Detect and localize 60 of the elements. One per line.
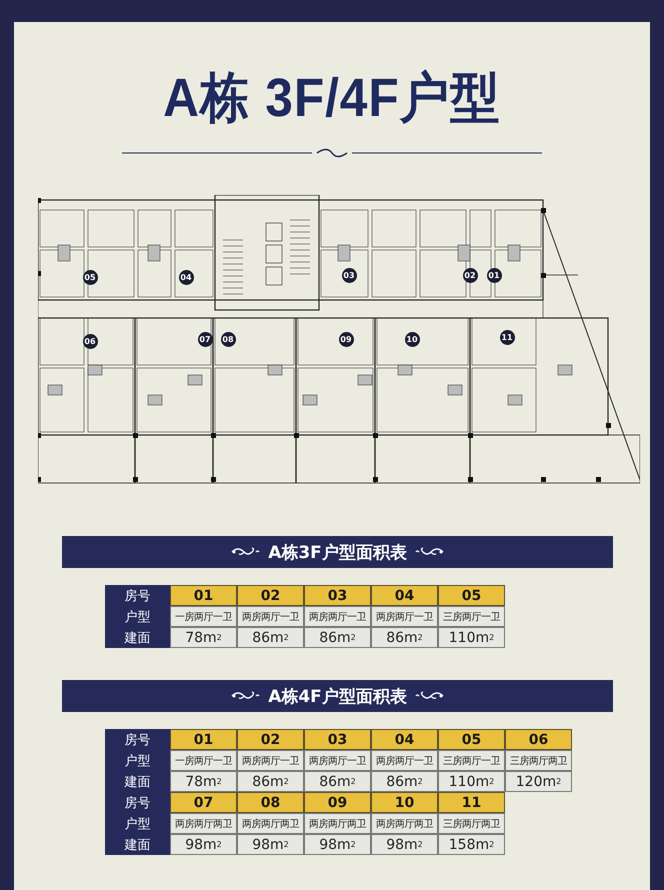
unit-number-cell: 08 bbox=[237, 792, 304, 813]
row-header: 户型 bbox=[105, 750, 170, 771]
row-header: 房号 bbox=[105, 585, 170, 606]
floor-area-cell: 86m$^{2}$ bbox=[371, 627, 438, 648]
floor-area-cell: 86m$^{2}$ bbox=[304, 627, 371, 648]
layout-type-cell: 一房两厅一卫 bbox=[170, 750, 237, 771]
layout-type-cell: 两房两厅一卫 bbox=[371, 750, 438, 771]
layout-type-cell: 两房两厅一卫 bbox=[237, 750, 304, 771]
layout-type-cell: 两房两厅一卫 bbox=[304, 606, 371, 627]
unit-number-cell: 06 bbox=[505, 729, 572, 750]
row-header: 建面 bbox=[105, 771, 170, 792]
layout-type-cell: 三房两厅一卫 bbox=[438, 606, 505, 627]
unit-number-cell: 05 bbox=[438, 729, 505, 750]
unit-number-cell: 05 bbox=[438, 585, 505, 606]
title: A栋 3F/4F户型 bbox=[162, 67, 502, 130]
floor-area-cell: 86m$^{2}$ bbox=[237, 771, 304, 792]
unit-number-cell: 09 bbox=[304, 792, 371, 813]
unit-number-cell: 01 bbox=[170, 585, 237, 606]
row-header: 户型 bbox=[105, 813, 170, 834]
unit-number-cell: 04 bbox=[371, 729, 438, 750]
floor-area-cell: 98m$^{2}$ bbox=[371, 834, 438, 855]
layout-type-cell: 三房两厅两卫 bbox=[505, 750, 572, 771]
layout-type-cell: 一房两厅一卫 bbox=[170, 606, 237, 627]
floor-area-cell: 86m$^{2}$ bbox=[237, 627, 304, 648]
floor-area-cell: 78m$^{2}$ bbox=[170, 627, 237, 648]
unit-number-cell: 07 bbox=[170, 792, 237, 813]
floor-area-cell: 98m$^{2}$ bbox=[237, 834, 304, 855]
row-header: 建面 bbox=[105, 834, 170, 855]
floor-area-cell: 158m$^{2}$ bbox=[438, 834, 505, 855]
layout-type-cell: 三房两厅一卫 bbox=[438, 750, 505, 771]
floor-area-cell: 110m$^{2}$ bbox=[438, 627, 505, 648]
table-heading: A栋4F户型面积表 bbox=[268, 686, 407, 708]
layout-type-cell: 两房两厅两卫 bbox=[237, 813, 304, 834]
unit-number-cell: 02 bbox=[237, 729, 304, 750]
row-header: 房号 bbox=[105, 729, 170, 750]
row-header: 房号 bbox=[105, 792, 170, 813]
layout-type-cell: 两房两厅一卫 bbox=[371, 606, 438, 627]
row-header: 建面 bbox=[105, 627, 170, 648]
table-heading: A栋3F户型面积表 bbox=[268, 542, 407, 564]
floor-area-cell: 86m$^{2}$ bbox=[304, 771, 371, 792]
floor-area-cell: 120m$^{2}$ bbox=[505, 771, 572, 792]
floor-area-cell: 78m$^{2}$ bbox=[170, 771, 237, 792]
layout-type-cell: 两房两厅两卫 bbox=[170, 813, 237, 834]
layout-type-cell: 两房两厅一卫 bbox=[237, 606, 304, 627]
unit-number-cell: 03 bbox=[304, 585, 371, 606]
floor-area-cell: 86m$^{2}$ bbox=[371, 771, 438, 792]
unit-number-cell: 02 bbox=[237, 585, 304, 606]
layout-type-cell: 两房两厅两卫 bbox=[371, 813, 438, 834]
floor-area-cell: 110m$^{2}$ bbox=[438, 771, 505, 792]
row-header: 户型 bbox=[105, 606, 170, 627]
layout-type-cell: 两房两厅一卫 bbox=[304, 750, 371, 771]
unit-number-cell: 10 bbox=[371, 792, 438, 813]
unit-number-cell: 04 bbox=[371, 585, 438, 606]
floor-area-cell: 98m$^{2}$ bbox=[304, 834, 371, 855]
layout-type-cell: 两房两厅两卫 bbox=[304, 813, 371, 834]
floor-area-cell: 98m$^{2}$ bbox=[170, 834, 237, 855]
layout-type-cell: 三房两厅两卫 bbox=[438, 813, 505, 834]
unit-number-cell: 01 bbox=[170, 729, 237, 750]
unit-number-cell: 03 bbox=[304, 729, 371, 750]
unit-number-cell: 11 bbox=[438, 792, 505, 813]
